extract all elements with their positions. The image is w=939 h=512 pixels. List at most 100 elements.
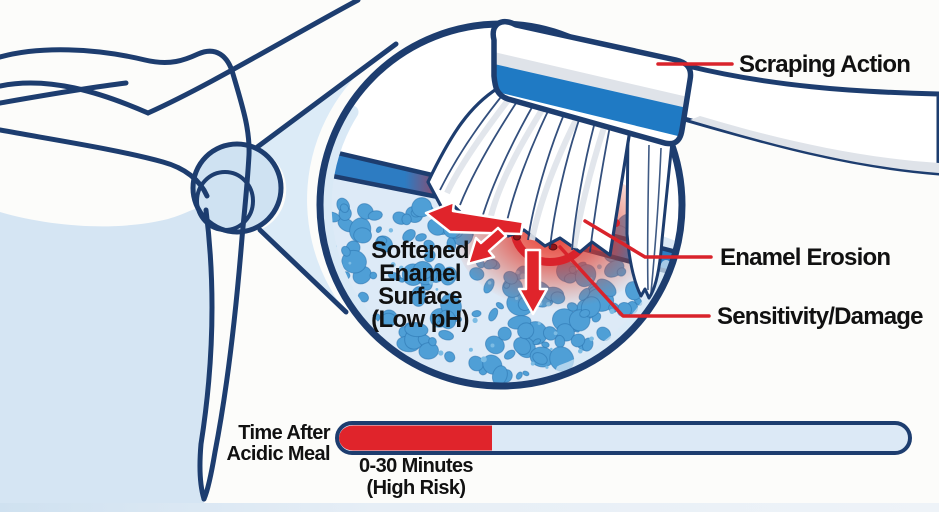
toothbrush [426,18,939,300]
magnifier-tangent-bottom [257,227,349,315]
bristle-fan [426,86,632,257]
enamel-pore [517,322,535,340]
arrow-down-left [466,226,508,266]
enamel-pore [412,260,434,280]
label-enamel-erosion: Enamel Erosion [720,244,890,271]
enamel-pore [497,326,512,341]
enamel-pore [423,249,436,263]
arrow-left [424,200,525,236]
label-highlight-line2: (High Risk) [367,477,466,499]
tooth-crown-line-outer [0,47,252,502]
enamel-pore-dot [537,321,541,325]
enamel-pore-dot [589,336,594,342]
enamel-pore [428,336,437,347]
enamel-pore-dot [480,356,487,363]
enamel-pore-dot [490,343,495,348]
enamel-pore-dot [545,365,549,369]
erosion-arrows [424,200,549,316]
enamel-pore [380,312,397,327]
enamel-pore-dot [435,288,439,291]
toothbrush-head [490,18,694,147]
label-scraping-action: Scraping Action [739,51,910,78]
label-time-after-line1: Time After [238,422,331,444]
enamel-pore [367,210,383,221]
label-softened-line3: Surface [378,283,462,310]
enamel-pore [570,333,586,348]
enamel-pore [532,338,542,346]
enamel-pore [471,310,482,318]
timeline-fill [339,425,492,451]
label-highlight-line1: 0-30 Minutes [359,455,473,477]
toothbrush-head-outline [490,18,694,147]
enamel-pore [353,227,372,244]
enamel-pore [515,371,523,380]
enamel-pore-dot [468,347,473,352]
arrow-down [517,248,549,316]
magnifier-wedge [256,44,396,312]
enamel-pore [488,307,499,322]
magnifier-lens-circle [190,141,284,235]
label-softened-line2: Enamel [379,260,461,287]
toothbrush-head-shading [494,52,688,109]
tooth-crown-line-short [0,80,129,106]
enamel-pore [438,309,457,330]
bristle-tuft-right [625,126,674,300]
enamel-pore-dot [550,347,553,351]
enamel-pore [438,329,455,341]
leader-sensitivity-damage [558,245,711,318]
enamel-pore [401,213,412,226]
magnifier-tangent-top [253,41,399,151]
enamel-pore [415,233,427,242]
enamel-pore [532,352,548,365]
enamel-pore [495,301,505,310]
enamel-pore [339,203,350,213]
enamel-pore-dot [348,261,352,265]
toothbrush-handle-shading [690,116,939,173]
enamel-pore-dot [399,265,404,271]
enamel-pore [423,239,435,250]
enamel-pore [444,351,456,363]
enamel-pore-dot [530,361,535,366]
enamel-pore-dot [429,280,434,285]
timeline-bar [335,421,912,455]
label-sensitivity-damage: Sensitivity/Damage [717,303,923,330]
bottom-strip [0,503,939,512]
enamel-pore [402,228,416,243]
enamel-pore [387,272,402,281]
leader-enamel-erosion [583,219,713,259]
enamel-pore [503,349,516,360]
enamel-pore [418,342,439,360]
magnifier-lens-inner-ellipse [195,170,255,232]
toothbrush-head-blue-band [494,64,687,137]
lens-inner-shading-right [556,260,671,375]
tooth-root-line [197,207,215,502]
enamel-pore [376,236,388,245]
labels: Scraping Action Enamel Erosion Sensitivi… [227,51,924,499]
tooth-dentin-fill [0,206,213,503]
enamel-pore-dot [472,317,478,323]
enamel-pore-dot [388,228,394,233]
enamel-pore [341,245,351,257]
enamel-pore-dot [578,348,583,354]
enamel-pore [579,308,591,318]
label-softened-line4: (Low pH) [371,306,469,333]
enamel-pore-dot [553,331,558,336]
enamel-pore-dot [390,262,396,268]
lens-inner-shading-left [320,105,381,334]
enamel-pore [522,370,530,377]
enamel-pore-dot [449,279,452,283]
enamel-pore-dot [438,350,444,356]
enamel-pore [375,226,383,233]
enamel-pore-dot [609,308,615,314]
tooth-crown-line-cusp [0,0,361,116]
enamel-pore [410,286,427,307]
enamel-pore [454,316,463,323]
enamel-pore [404,322,429,338]
enamel-pore [369,271,378,280]
tooth-outline-illustration [0,0,399,503]
lens-fill [193,144,281,232]
label-softened-line1: Softened [371,237,469,264]
enamel-pore [513,337,532,355]
